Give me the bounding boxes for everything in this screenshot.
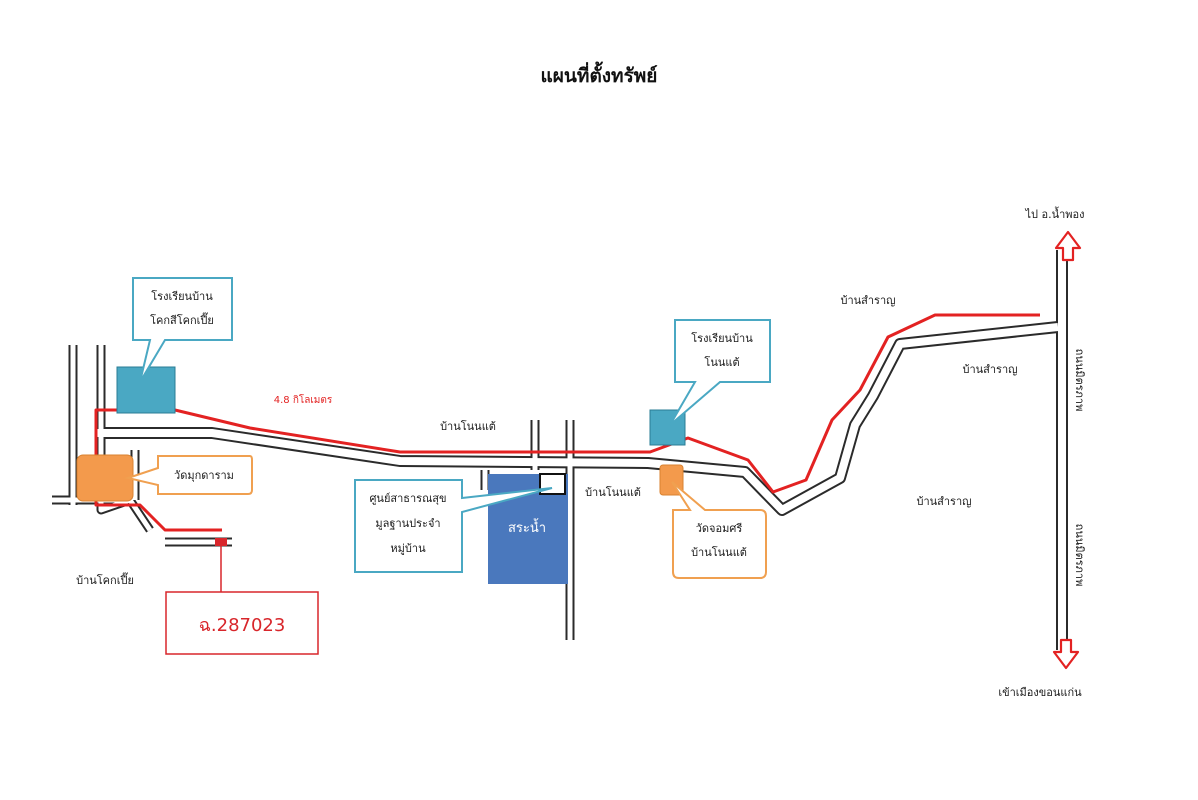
place-ban-samran-3: บ้านสำราญ [916, 495, 971, 508]
arrow-up-icon [1054, 230, 1082, 262]
arrow-down-icon [1052, 638, 1080, 670]
callout-school-non-tae: โรงเรียนบ้าน โนนแต้ [669, 319, 771, 426]
place-ban-non-tae-2: บ้านโนนแต้ [585, 485, 641, 499]
callout-wat-mukda-text: วัดมุกดาราม [174, 469, 234, 482]
direction-south: เข้าเมืองขอนแก่น [998, 686, 1082, 699]
callout-school-non-tae-line1: โรงเรียนบ้าน [691, 331, 753, 345]
callout-wat-jom-si-line2: บ้านโนนแต้ [691, 545, 747, 559]
plot-number: ฉ.287023 [199, 615, 286, 636]
wat-mukda-building [76, 454, 134, 502]
place-ban-samran-2: บ้านสำราญ [962, 363, 1017, 376]
highway-name-top: ถนนมิตรภาพ [1073, 349, 1086, 412]
callout-school-khok-line2: โคกสีโคกเปี๊ย [150, 312, 214, 327]
callout-school-khok: โรงเรียนบ้าน โคกสีโคกเปี๊ย [132, 277, 233, 383]
callout-health-line3: หมู่บ้าน [390, 542, 426, 555]
callout-health-line2: มูลฐานประจำ [375, 517, 440, 530]
callout-wat-mukda: วัดมุกดาราม [124, 455, 253, 495]
place-ban-samran-1: บ้านสำราญ [840, 294, 895, 307]
place-ban-non-tae-1: บ้านโนนแต้ [440, 419, 496, 433]
direction-north: ไป อ.น้ำพอง [1024, 206, 1084, 221]
callout-wat-jom-si-line1: วัดจอมศรี [696, 522, 743, 535]
callout-wat-jom-si: วัดจอมศรี บ้านโนนแต้ [671, 481, 767, 579]
plot-callout: ฉ.287023 [165, 546, 319, 655]
place-ban-khok-pia: บ้านโคกเปี๊ย [76, 572, 134, 587]
distance-label: 4.8 กิโลเมตร [274, 393, 333, 406]
callout-school-khok-line1: โรงเรียนบ้าน [151, 289, 213, 303]
map-title: แผนที่ตั้งทรัพย์ [541, 61, 658, 87]
plot-marker [215, 538, 227, 546]
route-line [94, 313, 1040, 532]
highway-name-bottom: ถนนมิตรภาพ [1073, 524, 1086, 587]
school-khok-building [116, 366, 176, 414]
callout-health-line1: ศูนย์สาธารณสุข [369, 492, 446, 505]
pond-label: สระน้ำ [508, 518, 546, 536]
callout-health-center: ศูนย์สาธารณสุข มูลฐานประจำ หมู่บ้าน [354, 479, 553, 573]
callout-school-non-tae-line2: โนนแต้ [704, 355, 739, 369]
